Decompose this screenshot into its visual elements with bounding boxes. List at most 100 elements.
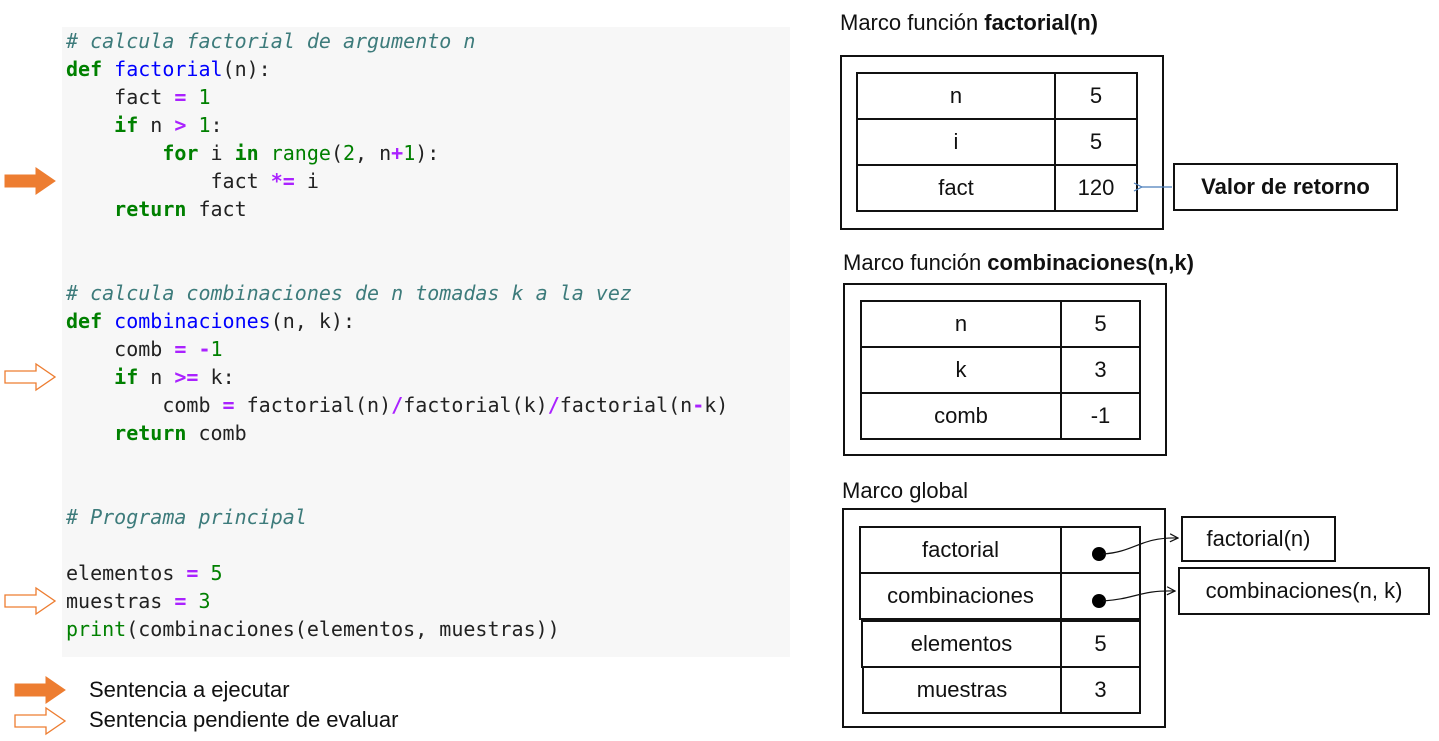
factorial-row-name: fact (856, 164, 1056, 212)
code-token: : (210, 113, 223, 137)
ref-factorial: factorial(n) (1181, 516, 1336, 562)
code-line: fact *= i (66, 167, 319, 195)
code-token: - (198, 337, 211, 361)
code-token (186, 113, 198, 137)
code-token: 1 (210, 337, 223, 361)
global-row-name: combinaciones (859, 572, 1062, 620)
return-value-label: Valor de retorno (1173, 163, 1398, 211)
factorial-row-value: 5 (1054, 118, 1138, 166)
global-row-value-ref (1060, 526, 1141, 574)
factorial-row-name: i (856, 118, 1056, 166)
code-token (66, 141, 162, 165)
code-token: elementos (66, 561, 187, 585)
frame-title-combinaciones: Marco función combinaciones(n,k) (843, 250, 1194, 276)
global-row-value-ref (1060, 572, 1141, 620)
code-token: combinaciones (114, 309, 271, 333)
code-token: comb (186, 421, 247, 445)
global-row-value: 3 (1060, 666, 1141, 714)
code-token: n (138, 113, 175, 137)
code-token: = (174, 337, 187, 361)
code-token: factorial (114, 57, 223, 81)
code-token: 2 (342, 141, 356, 165)
code-line: fact = 1 (66, 83, 211, 111)
code-token: for (162, 141, 199, 165)
code-line: # calcula combinaciones de n tomadas k a… (66, 279, 632, 307)
code-line: elementos = 5 (66, 559, 223, 587)
legend-pending-label: Sentencia pendiente de evaluar (89, 707, 399, 732)
combinaciones-row-name: n (860, 300, 1062, 348)
code-token: factorial(k) (403, 393, 548, 417)
code-token: + (391, 141, 404, 165)
code-line: if n >= k: (66, 363, 235, 391)
global-row-name: elementos (861, 620, 1062, 668)
combinaciones-row-name: comb (860, 392, 1062, 440)
code-token (186, 85, 198, 109)
combinaciones-row-value: -1 (1060, 392, 1141, 440)
code-token: , n (355, 141, 392, 165)
code-token (102, 309, 114, 333)
frame-title-bold: factorial(n) (984, 10, 1098, 35)
code-token (66, 113, 114, 137)
code-token: # calcula combinaciones de n tomadas k a… (66, 281, 632, 305)
code-token (102, 57, 114, 81)
global-row-name: factorial (859, 526, 1062, 574)
code-token: in (234, 141, 259, 165)
code-token: print (66, 617, 127, 641)
code-token: comb (66, 337, 175, 361)
code-token: = (186, 561, 199, 585)
combinaciones-row-value: 5 (1060, 300, 1141, 348)
code-line: # calcula factorial de argumento n (66, 27, 475, 55)
code-token: range (270, 141, 331, 165)
code-token (186, 337, 198, 361)
code-token: *= (270, 169, 295, 193)
frame-title-bold: combinaciones(n,k) (987, 250, 1194, 275)
code-line: def factorial(n): (66, 55, 271, 83)
code-token (66, 365, 114, 389)
global-row-name: muestras (862, 666, 1062, 714)
code-line: if n > 1: (66, 111, 223, 139)
code-token: if (114, 113, 139, 137)
code-token: return (114, 197, 187, 221)
code-token: = (174, 589, 187, 613)
factorial-row-value: 120 (1054, 164, 1138, 212)
code-token: k: (198, 365, 235, 389)
code-panel (62, 27, 790, 657)
code-token: return (114, 421, 187, 445)
pending-statement-arrow-icon (4, 362, 56, 392)
code-line: def combinaciones(n, k): (66, 307, 355, 335)
code-token: fact (66, 169, 271, 193)
code-token: 1 (198, 113, 211, 137)
legend-pending-arrow-icon (14, 706, 66, 736)
ref-combinaciones: combinaciones(n, k) (1178, 567, 1430, 615)
code-token: 3 (198, 589, 211, 613)
code-token: ): (415, 141, 440, 165)
code-line: # Programa principal (66, 503, 307, 531)
code-token: 5 (210, 561, 223, 585)
code-token: / (547, 393, 560, 417)
code-line: print(combinaciones(elementos, muestras)… (66, 615, 560, 643)
frame-title-factorial: Marco función factorial(n) (840, 10, 1098, 36)
code-token: fact (186, 197, 247, 221)
code-token (66, 197, 114, 221)
global-row-value: 5 (1060, 620, 1141, 668)
code-token (186, 589, 198, 613)
code-token: i (198, 141, 235, 165)
legend-current-arrow-icon (14, 676, 66, 704)
code-token (66, 421, 114, 445)
code-token: if (114, 365, 139, 389)
code-token: 1 (198, 85, 211, 109)
frame-title-global: Marco global (842, 478, 968, 503)
code-token: (n, k): (270, 309, 356, 333)
code-token: comb (66, 393, 223, 417)
code-token: (n): (222, 57, 271, 81)
code-line: for i in range(2, n+1): (66, 139, 439, 167)
code-token: i (294, 169, 319, 193)
code-token: / (391, 393, 404, 417)
code-line: comb = -1 (66, 335, 223, 363)
code-token: def (66, 309, 103, 333)
code-line: muestras = 3 (66, 587, 211, 615)
code-token: # Programa principal (66, 505, 307, 529)
code-token: # calcula factorial de argumento n (66, 29, 476, 53)
legend-current-label: Sentencia a ejecutar (89, 677, 290, 702)
factorial-row-name: n (856, 72, 1056, 120)
